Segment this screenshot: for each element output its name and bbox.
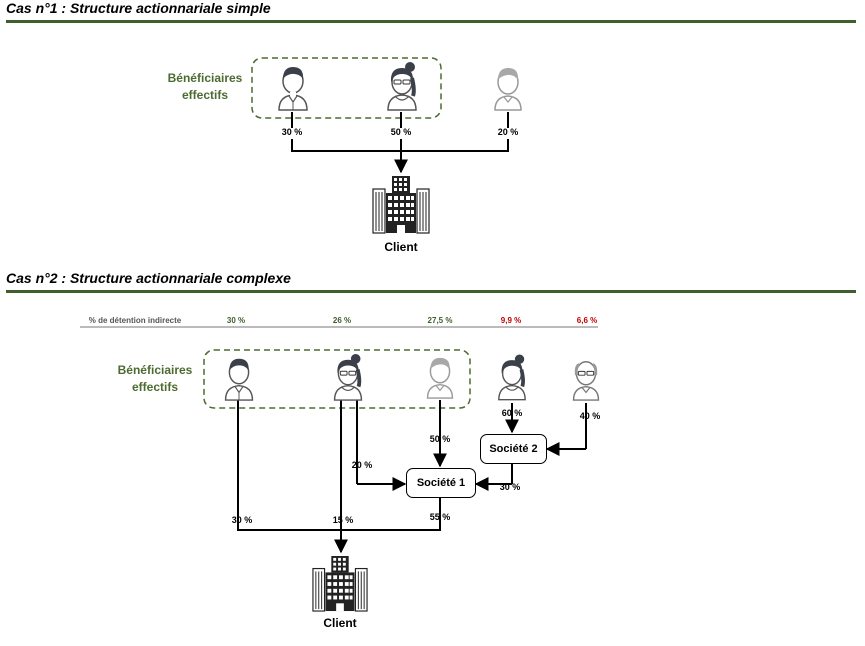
person-bald-glasses-icon — [571, 356, 601, 407]
person-grey-icon — [493, 64, 523, 117]
pct-p3-to-societe1: 50 % — [429, 434, 451, 444]
pct-p1-to-client: 30 % — [231, 515, 253, 525]
indirect-ownership-header: % de détention indirecte — [88, 316, 182, 325]
case1-beneficiaries-label: Bénéficiaires effectifs — [167, 71, 243, 102]
case2-client-label: Client — [323, 616, 357, 630]
pct-p5-to-societe2: 40 % — [579, 411, 601, 421]
case1-share-1: 30 % — [281, 127, 303, 137]
pct-societe2-to-societe1: 30 % — [499, 482, 521, 492]
indirect-value-2: 26 % — [332, 316, 352, 325]
case1-divider — [6, 20, 856, 23]
indirect-value-4: 9,9 % — [500, 316, 522, 325]
pct-p2-to-client: 15 % — [332, 515, 354, 525]
societe2-label: Société 2 — [489, 443, 538, 455]
pct-p2-to-societe1: 20 % — [351, 460, 373, 470]
case1-share-2: 50 % — [390, 127, 412, 137]
person-woman-icon — [385, 62, 419, 117]
pct-p4-to-societe2: 60 % — [501, 408, 523, 418]
person-man-icon — [223, 354, 255, 407]
person-man-icon — [277, 62, 309, 117]
case2-title: Cas n°2 : Structure actionnariale comple… — [6, 270, 291, 286]
societe1-box: Société 1 — [406, 468, 476, 498]
societe2-box: Société 2 — [480, 434, 547, 464]
case1-title: Cas n°1 : Structure actionnariale simple — [6, 0, 271, 16]
indirect-value-1: 30 % — [226, 316, 246, 325]
office-building-icon — [312, 555, 368, 618]
case2-divider — [6, 290, 856, 293]
indirect-value-3: 27,5 % — [427, 316, 453, 325]
pct-societe1-to-client: 55 % — [429, 512, 451, 522]
case2-beneficiaries-label: Bénéficiaires effectifs — [117, 363, 193, 394]
societe1-label: Société 1 — [416, 477, 466, 489]
person-woman-icon — [496, 354, 528, 407]
case2-beneficiaries-group — [203, 349, 471, 409]
indirect-value-5: 6,6 % — [576, 316, 598, 325]
case1-beneficiaries-group — [251, 57, 442, 119]
case1-share-3: 20 % — [497, 127, 519, 137]
person-grey-icon — [425, 354, 455, 405]
person-woman-icon — [331, 354, 365, 407]
office-building-icon — [372, 175, 430, 240]
case1-client-label: Client — [384, 240, 418, 254]
